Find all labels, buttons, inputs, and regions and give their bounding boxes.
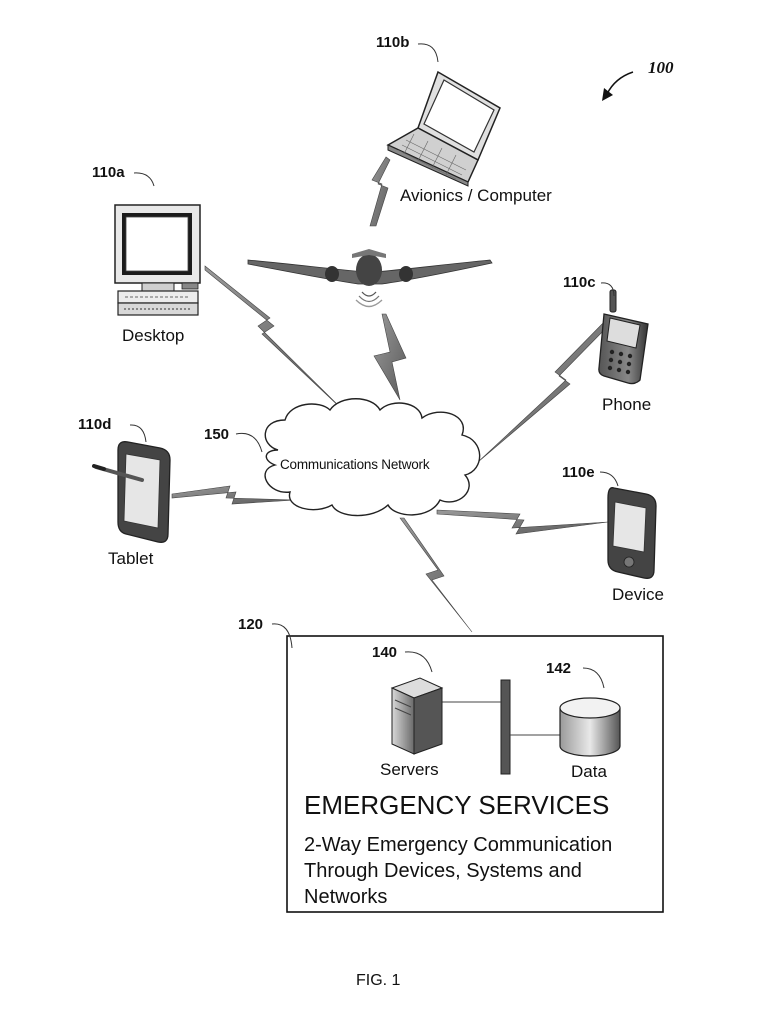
desktop-label: Desktop — [122, 326, 184, 346]
desktop-ref-number: 110a — [92, 164, 125, 181]
data-label: Data — [571, 762, 607, 782]
device-icon — [608, 488, 656, 579]
phone-icon — [599, 290, 648, 384]
emergency-services-description: 2-Way Emergency Communication Through De… — [304, 832, 664, 910]
emergency-services-ref-number: 120 — [238, 616, 263, 633]
wireless-links — [172, 157, 612, 632]
phone-ref-number: 110c — [563, 274, 596, 291]
data-ref-number: 142 — [546, 660, 571, 677]
network-ref-number: 150 — [204, 426, 229, 443]
database-icon — [560, 698, 620, 756]
figure-reference-number: 100 — [648, 58, 674, 78]
phone-label: Phone — [602, 395, 651, 415]
link-device — [437, 510, 608, 534]
airplane-icon — [248, 249, 492, 307]
link-desktop — [205, 266, 345, 412]
laptop-ref-number: 110b — [376, 34, 409, 51]
figure-caption: FIG. 1 — [356, 972, 400, 990]
servers-label: Servers — [380, 760, 439, 780]
link-plane — [374, 314, 406, 400]
tablet-ref-number: 110d — [78, 416, 111, 433]
device-label: Device — [612, 585, 664, 605]
server-icon — [392, 678, 442, 754]
link-phone — [478, 318, 612, 462]
tablet-label: Tablet — [108, 549, 153, 569]
device-ref-number: 110e — [562, 464, 595, 481]
laptop-icon — [388, 72, 500, 186]
laptop-label: Avionics / Computer — [400, 186, 552, 206]
figure-ref-arrow — [602, 72, 633, 101]
network-label: Communications Network — [280, 457, 429, 472]
emergency-services-title: EMERGENCY SERVICES — [304, 790, 609, 821]
desktop-icon — [115, 205, 200, 315]
servers-ref-number: 140 — [372, 644, 397, 661]
link-emergency — [400, 518, 472, 632]
reference-leaders — [130, 44, 618, 688]
tablet-icon — [94, 442, 170, 543]
link-laptop — [370, 157, 390, 226]
